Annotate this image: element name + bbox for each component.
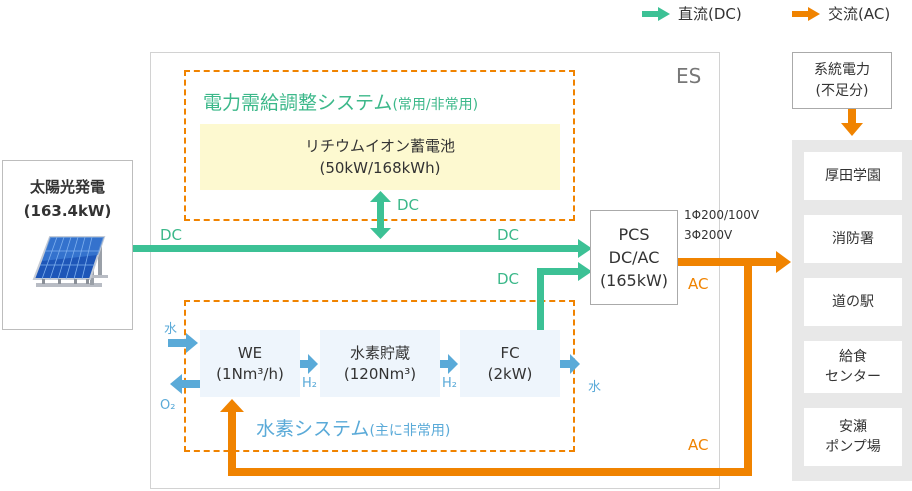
load-name-line2: センター bbox=[825, 369, 881, 385]
fc-dc-arrowhead bbox=[578, 262, 592, 281]
dc-main-line bbox=[133, 245, 580, 252]
dc-main-arrowhead bbox=[578, 239, 592, 258]
load-name: 消防署 bbox=[832, 231, 874, 247]
water-in-arrowhead bbox=[186, 333, 198, 353]
es-enclosure bbox=[150, 52, 720, 489]
ac-arrow-icon bbox=[792, 6, 820, 21]
h2-arrowhead-2 bbox=[448, 354, 458, 374]
legend-dc: 直流(DC) bbox=[642, 3, 742, 24]
load-item: 給食 センター bbox=[804, 341, 902, 393]
grid-power-box: 系統電力 (不足分) bbox=[792, 52, 892, 109]
load-name: 給食 bbox=[839, 349, 867, 365]
dc-label-right: DC bbox=[497, 226, 520, 244]
ac-return-arrowhead bbox=[220, 399, 244, 412]
battery-spec: (50kW/168kWh) bbox=[319, 159, 441, 177]
legend-ac: 交流(AC) bbox=[792, 3, 890, 24]
battery-name: リチウムイオン蓄電池 bbox=[304, 137, 455, 155]
we-name: WE bbox=[237, 343, 263, 362]
storage-box: 水素貯蔵 (120Nm³) bbox=[320, 330, 440, 397]
hydrogen-system-group bbox=[184, 300, 575, 452]
h2-label-1: H₂ bbox=[302, 376, 317, 391]
h2-arrowhead-1 bbox=[308, 354, 318, 374]
fc-spec: (2kW) bbox=[487, 364, 533, 383]
we-spec: (1Nm³/h) bbox=[216, 364, 284, 383]
water-out-line bbox=[560, 360, 572, 368]
grid-down-line bbox=[848, 109, 856, 125]
grid-note: (不足分) bbox=[815, 82, 869, 99]
battery-link-label: DC bbox=[397, 196, 420, 214]
dc-arrow-icon bbox=[642, 6, 670, 21]
pcs-box: PCS DC/AC (165kW) bbox=[590, 210, 678, 305]
ac-return-up bbox=[228, 410, 236, 476]
ac-label-return: AC bbox=[688, 436, 709, 454]
pcs-line2: DC/AC bbox=[608, 248, 660, 267]
battery-up-arrowhead bbox=[370, 191, 391, 202]
load-item: 厚田学園 bbox=[804, 152, 902, 200]
ac-return-bottom bbox=[228, 468, 752, 476]
grid-name: 系統電力 bbox=[814, 61, 870, 78]
voltage-single-phase: 1Φ200/100V bbox=[684, 208, 760, 222]
solar-spec: (163.4kW) bbox=[23, 202, 112, 220]
oxygen-out-arrowhead bbox=[170, 374, 182, 394]
fc-box: FC (2kW) bbox=[460, 330, 560, 397]
h2-line-2 bbox=[440, 360, 450, 368]
fc-dc-vertical bbox=[537, 268, 544, 330]
battery-down-arrowhead bbox=[370, 228, 391, 239]
solar-box: 太陽光発電 (163.4kW) bbox=[2, 160, 133, 330]
load-item: 消防署 bbox=[804, 215, 902, 263]
ac-out-line bbox=[678, 258, 778, 266]
load-item: 道の駅 bbox=[804, 278, 902, 326]
h2-label-2: H₂ bbox=[442, 376, 457, 391]
pcs-line3: (165kW) bbox=[599, 271, 669, 290]
water-in-line bbox=[168, 339, 188, 347]
pcs-line1: PCS bbox=[618, 225, 650, 244]
battery-link-line bbox=[377, 200, 384, 230]
oxygen-out-label: O₂ bbox=[160, 398, 176, 413]
solar-panel-icon bbox=[32, 236, 108, 287]
load-name: 厚田学園 bbox=[825, 168, 881, 184]
loads-column: 厚田学園 消防署 道の駅 給食 センター 安瀬 ポンプ場 bbox=[792, 140, 912, 481]
storage-spec: (120Nm³) bbox=[343, 364, 417, 383]
storage-name: 水素貯蔵 bbox=[349, 343, 410, 362]
water-out-label: 水 bbox=[588, 380, 602, 395]
water-out-arrowhead bbox=[570, 354, 580, 374]
output-voltage: 1Φ200/100V 3Φ200V bbox=[684, 205, 759, 245]
grid-down-arrowhead bbox=[841, 123, 863, 136]
voltage-three-phase: 3Φ200V bbox=[684, 228, 733, 242]
load-name: 安瀬 bbox=[839, 419, 867, 435]
legend-ac-label: 交流(AC) bbox=[828, 5, 891, 23]
load-name-line2: ポンプ場 bbox=[825, 439, 881, 455]
demand-system-title: 電力需給調整システム(常用/非常用) bbox=[203, 92, 479, 114]
ac-return-vertical bbox=[744, 262, 752, 476]
ac-out-arrowhead bbox=[776, 251, 791, 273]
we-box: WE (1Nm³/h) bbox=[200, 330, 300, 397]
ac-label-pcs: AC bbox=[688, 275, 709, 293]
es-label: ES bbox=[676, 64, 702, 88]
load-name: 道の駅 bbox=[832, 294, 874, 310]
fc-dc-horizontal bbox=[537, 268, 580, 275]
dc-label-left: DC bbox=[160, 226, 183, 244]
dc-label-fc: DC bbox=[497, 270, 520, 288]
legend-dc-label: 直流(DC) bbox=[678, 5, 742, 23]
h2-line-1 bbox=[300, 360, 310, 368]
water-in-label: 水 bbox=[164, 322, 178, 337]
fc-name: FC bbox=[500, 343, 520, 362]
battery-box: リチウムイオン蓄電池 (50kW/168kWh) bbox=[200, 124, 560, 190]
load-item: 安瀬 ポンプ場 bbox=[804, 408, 902, 466]
oxygen-out-line bbox=[180, 380, 200, 388]
hydrogen-system-title: 水素システム(主に非常用) bbox=[256, 418, 451, 440]
solar-name: 太陽光発電 bbox=[29, 178, 105, 196]
